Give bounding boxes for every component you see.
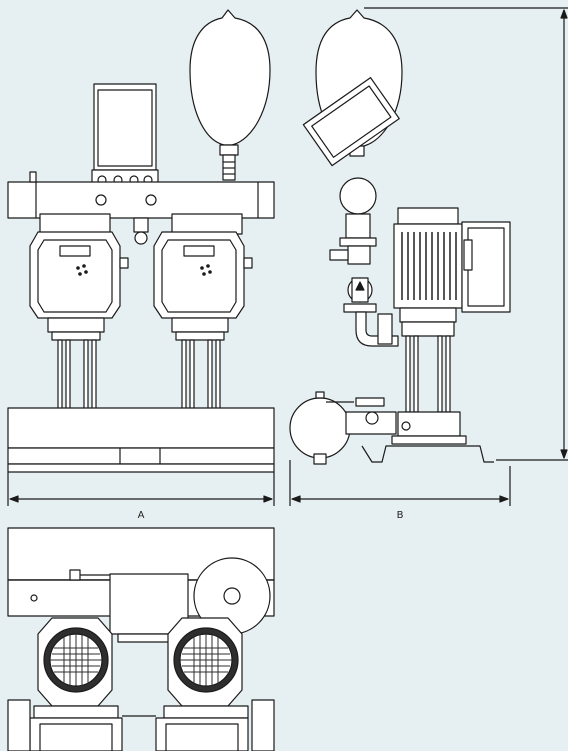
top-pump-left — [29, 617, 123, 751]
side-base — [361, 445, 494, 463]
side-suction-vessel — [289, 391, 397, 465]
side-view: B — [289, 7, 568, 521]
front-pump-left — [29, 213, 129, 449]
side-valve-stack — [329, 177, 399, 347]
top-view — [7, 527, 275, 751]
front-control-box — [91, 83, 159, 185]
front-expansion-tank — [189, 9, 271, 181]
top-pump-right — [155, 617, 249, 751]
side-motor — [393, 207, 511, 323]
dimension-b: B — [289, 460, 511, 521]
front-base-frame — [7, 407, 275, 473]
dimension-height — [364, 7, 568, 461]
dimension-b-label: B — [397, 510, 404, 521]
dimension-a-label: A — [138, 510, 145, 521]
front-manifold — [7, 171, 275, 245]
side-control-box — [302, 77, 400, 167]
top-base-rails — [7, 699, 275, 751]
dimension-a: A — [7, 472, 275, 521]
top-suction-vessel — [193, 557, 271, 635]
front-view: A — [7, 9, 275, 521]
side-pump-column — [391, 321, 467, 445]
